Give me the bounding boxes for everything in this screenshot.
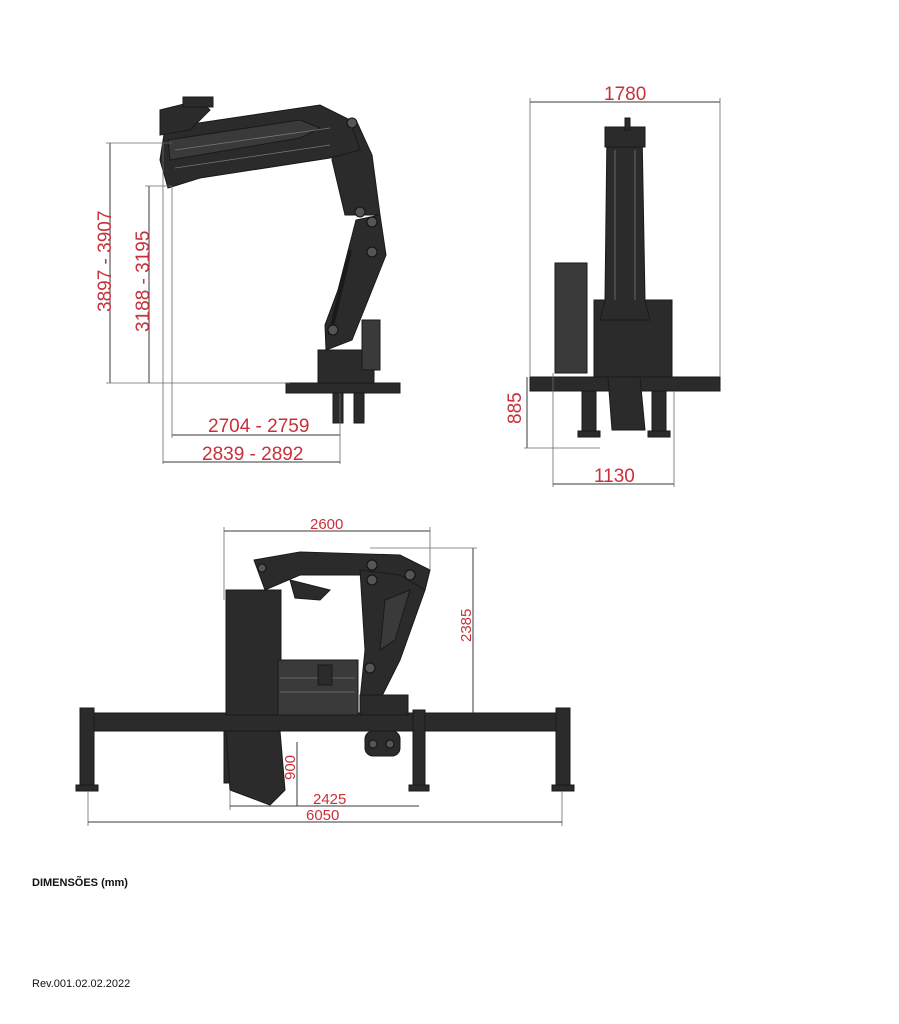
dim-front-span-text: 6050 bbox=[306, 807, 339, 824]
front-column-cutout bbox=[379, 589, 411, 652]
dim-front-leg-height-text: 900 bbox=[282, 755, 299, 780]
side-pin-2 bbox=[354, 206, 366, 218]
front-pin-1 bbox=[366, 559, 378, 571]
dim-rear-width-top-text: 1780 bbox=[604, 84, 646, 105]
dim-front-spacing-text: 2425 bbox=[313, 791, 346, 808]
front-slew-pin-2 bbox=[385, 739, 395, 749]
front-slew bbox=[359, 694, 409, 716]
dim-side-height-outer-text: 3897 - 3907 bbox=[95, 211, 116, 312]
front-foot-inner-right bbox=[408, 784, 430, 792]
front-slew-lower bbox=[364, 730, 401, 757]
front-slew-pin-1 bbox=[368, 739, 378, 749]
dimensions-caption: DIMENSÕES (mm) bbox=[32, 877, 128, 889]
rear-foot-left bbox=[577, 430, 601, 438]
front-leg-inner-right bbox=[412, 709, 426, 786]
dim-front-height-text: 2385 bbox=[458, 609, 475, 642]
side-boom-line-2 bbox=[174, 144, 331, 169]
front-foot-far-left bbox=[75, 784, 99, 792]
front-outrigger-beam bbox=[87, 712, 565, 732]
rear-column-tip bbox=[624, 117, 631, 131]
side-base-leg-left bbox=[332, 392, 344, 424]
front-hook-assembly bbox=[225, 730, 286, 806]
side-base-beam bbox=[285, 382, 401, 394]
front-pin-3 bbox=[404, 569, 416, 581]
front-foot-far-right bbox=[551, 784, 575, 792]
rear-view: 1780 885 1130 bbox=[505, 84, 721, 487]
front-pin-4 bbox=[364, 662, 376, 674]
side-boom-line-1 bbox=[174, 127, 331, 151]
side-pin-1 bbox=[346, 117, 358, 129]
front-leg-far-right bbox=[555, 707, 571, 786]
dim-side-reach-inner-text: 2704 - 2759 bbox=[208, 416, 309, 437]
front-view: 2600 2385 900 2425 6050 bbox=[75, 516, 575, 826]
front-housing-box bbox=[317, 664, 333, 686]
front-boom-stack bbox=[225, 589, 282, 716]
rear-control-box bbox=[554, 262, 588, 374]
rear-leg-right bbox=[651, 390, 667, 432]
side-control-box bbox=[361, 319, 381, 371]
dim-side-height-inner-text: 3188 - 3195 bbox=[133, 231, 154, 332]
front-leg-far-left bbox=[79, 707, 95, 786]
rear-leg-left bbox=[581, 390, 597, 432]
revision-label: Rev.001.02.02.2022 bbox=[32, 978, 131, 990]
rear-column bbox=[599, 129, 651, 321]
rear-slew-unit bbox=[607, 376, 646, 431]
side-base-leg-right bbox=[353, 392, 365, 424]
front-boom-link bbox=[289, 579, 331, 601]
side-pin-5 bbox=[366, 246, 378, 258]
rear-foot-right bbox=[647, 430, 671, 438]
front-pin-5 bbox=[257, 563, 267, 573]
front-pin-2 bbox=[366, 574, 378, 586]
side-ram bbox=[328, 249, 352, 336]
dim-side-reach-outer-text: 2839 - 2892 bbox=[202, 444, 303, 465]
side-pin-4 bbox=[327, 324, 339, 336]
dim-rear-base-width-text: 1130 bbox=[594, 466, 635, 487]
dim-rear-base-height-text: 885 bbox=[505, 392, 526, 424]
side-view: 3897 - 3907 3188 - 3195 2704 - 2759 2839… bbox=[95, 96, 401, 465]
side-tip-head bbox=[182, 96, 214, 108]
dim-front-width-top-text: 2600 bbox=[310, 516, 343, 533]
side-pin-3 bbox=[366, 216, 378, 228]
